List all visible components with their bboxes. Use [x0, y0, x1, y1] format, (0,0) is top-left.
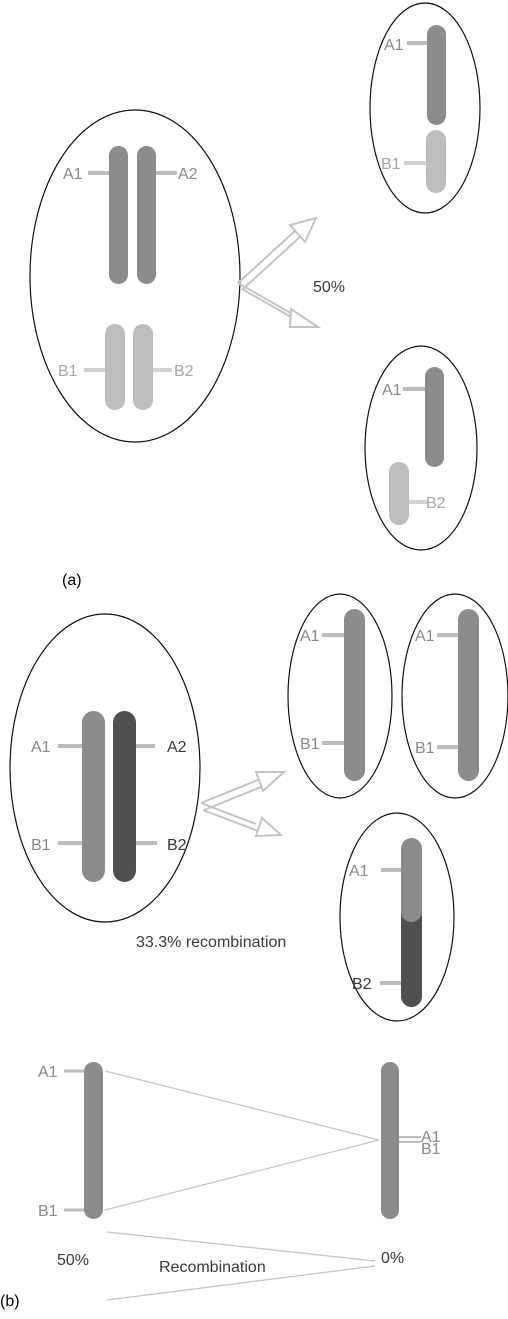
right-percent: 0%: [381, 1250, 404, 1267]
gamete-2-label-a: A1: [415, 628, 435, 645]
panel-a: A1 A2 B1 B2 50% A1 B1 A1: [29, 2, 481, 589]
b-label-b2: B2: [167, 837, 187, 854]
parent-cell-b: [9, 613, 201, 923]
gamete-1-chromosome: [344, 609, 365, 781]
chromosome-parent-dark: [113, 711, 136, 882]
recombination-caption: 33.3% recombination: [136, 934, 286, 951]
label-b2: B2: [174, 363, 194, 380]
gamete-2-chromosome: [458, 609, 479, 781]
gamete-1-label-b: B1: [300, 736, 320, 753]
arrow-up-b: [200, 771, 287, 811]
left-chromosome: [84, 1062, 103, 1219]
panel-b-tag: (b): [0, 1293, 20, 1310]
gamete-1-cell: [287, 593, 393, 799]
gamete-bottom-label-a: A1: [382, 382, 402, 399]
chromosome-parent-light: [82, 711, 105, 882]
recombination-label: Recombination: [159, 1259, 266, 1276]
gamete-bottom-label-b: B2: [426, 495, 446, 512]
b-label-a2: A2: [167, 739, 187, 756]
panel-a-tag: (a): [62, 572, 82, 589]
gamete-top-label-a: A1: [384, 37, 404, 54]
label-a1: A1: [63, 166, 83, 183]
right-label-a: A1: [421, 1129, 441, 1146]
panel-b: A1 A2 B1 B2 A1 B1 A1 B1: [9, 593, 508, 1022]
gamete-3-label-a: A1: [349, 863, 369, 880]
arrow-up-a: [237, 216, 318, 290]
recomb-line-bottom: [106, 1265, 376, 1301]
arrow-down-b: [200, 802, 284, 838]
chromosome-a1: [109, 146, 128, 284]
label-a2: A2: [178, 166, 198, 183]
gamete-2-label-b: B1: [415, 740, 435, 757]
left-label-a: A1: [38, 1064, 58, 1081]
gamete-2-cell: [401, 593, 508, 799]
gamete-3-cell: [339, 812, 455, 1022]
gamete-top-cell: [369, 2, 481, 214]
right-label-b: B1: [421, 1141, 441, 1158]
gamete-top-label-b: B1: [381, 156, 401, 173]
recomb-line-top: [106, 1231, 376, 1262]
label-b1: B1: [58, 363, 78, 380]
left-label-b: B1: [38, 1203, 58, 1220]
gamete-bottom-chromosome-a: [425, 367, 444, 467]
gamete-1-label-a: A1: [300, 628, 320, 645]
b-label-a1: A1: [31, 739, 51, 756]
gamete-top-chromosome-a: [427, 25, 446, 125]
gamete-top-chromosome-b: [426, 130, 446, 193]
gamete-3-chromosome-bottom: [401, 912, 422, 1007]
chromosome-b2: [133, 324, 153, 410]
right-chromosome: [381, 1062, 399, 1219]
map-line-top: [104, 1070, 380, 1141]
gamete-bottom-cell: [364, 345, 478, 551]
chromosome-b1: [105, 324, 125, 410]
chromosome-a2: [137, 146, 156, 284]
map-line-bottom: [104, 1139, 380, 1211]
percent-a: 50%: [313, 279, 345, 296]
gamete-3-label-b: B2: [352, 976, 372, 993]
parent-cell-a: [29, 109, 241, 443]
gamete-bottom-chromosome-b: [389, 462, 409, 525]
left-percent: 50%: [57, 1252, 89, 1269]
gamete-3-chromosome-top-fill: [401, 900, 422, 912]
b-label-b1: B1: [31, 837, 51, 854]
arrow-down-a: [237, 282, 322, 328]
panel-c: A1 B1 A1 B1 50% 0% Recombination (b): [0, 1062, 441, 1310]
